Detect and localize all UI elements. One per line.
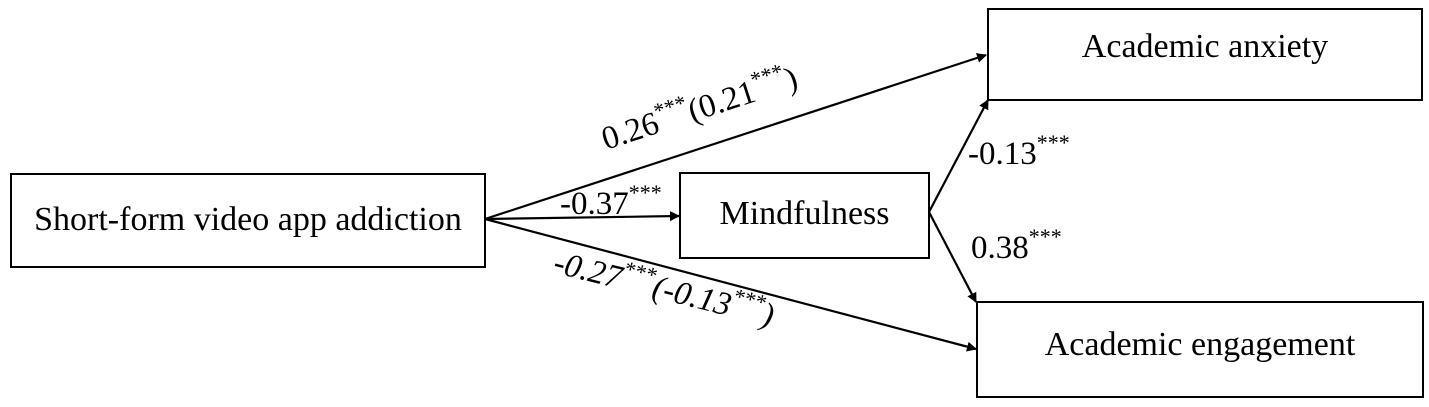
arrow-addiction-to-anxiety bbox=[484, 53, 987, 221]
node-outcome-engagement-label: Academic engagement bbox=[1045, 326, 1356, 363]
coef-addiction-to-anxiety: 0.26***(0.21***) bbox=[595, 55, 802, 158]
arrow-addiction-to-engagement bbox=[484, 217, 977, 352]
node-outcome-anxiety: Academic anxiety bbox=[987, 8, 1423, 101]
coef-addiction-to-mindfulness: -0.37*** bbox=[560, 180, 662, 222]
node-outcome-engagement-box bbox=[976, 301, 1424, 398]
coef-mindfulness-to-engagement: 0.38*** bbox=[971, 224, 1062, 266]
arrow-addiction-to-mindfulness bbox=[484, 211, 680, 222]
node-outcome-anxiety-box bbox=[987, 8, 1423, 101]
edges bbox=[484, 53, 989, 352]
node-outcome-engagement: Academic engagement bbox=[976, 301, 1424, 398]
node-outcome-anxiety-label: Academic anxiety bbox=[1082, 28, 1328, 65]
arrow-mindfulness-to-anxiety bbox=[928, 99, 989, 213]
node-mediator: Mindfulness bbox=[679, 172, 930, 259]
coef-mindfulness-to-anxiety: -0.13*** bbox=[968, 130, 1070, 172]
node-predictor-label: Short-form video app addiction bbox=[34, 201, 462, 238]
node-predictor-box bbox=[10, 173, 486, 268]
node-predictor: Short-form video app addiction bbox=[10, 173, 486, 268]
node-mediator-label: Mindfulness bbox=[720, 195, 890, 232]
arrow-mindfulness-to-engagement bbox=[928, 211, 977, 303]
node-mediator-box bbox=[679, 172, 930, 259]
